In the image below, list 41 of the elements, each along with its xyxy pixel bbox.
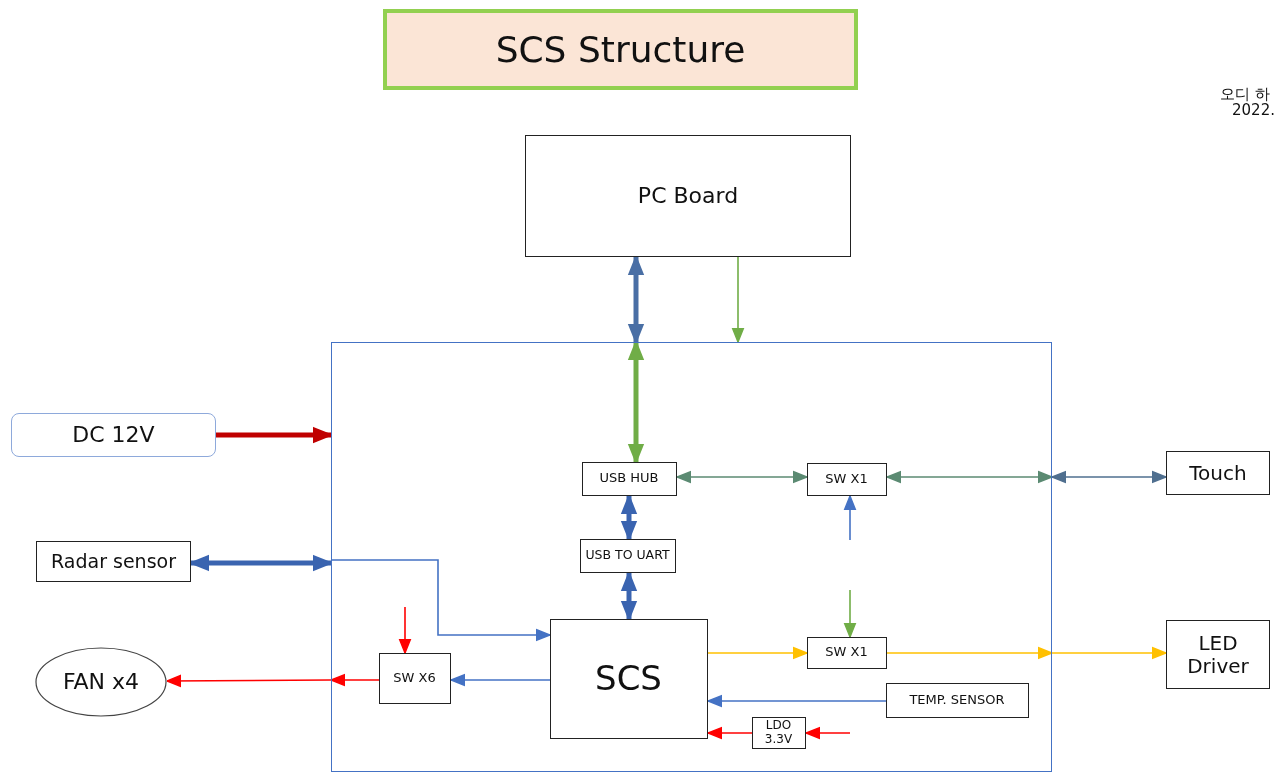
- title-banner: SCS Structure: [383, 9, 858, 90]
- process-box: PC Board: [525, 135, 851, 257]
- arrow: [731, 256, 745, 343]
- note-text: 오디 하: [1220, 87, 1270, 102]
- arrow: [707, 726, 753, 740]
- arrow: [886, 646, 1053, 660]
- process-box: Touch: [1166, 451, 1270, 495]
- arrow: [707, 646, 808, 660]
- process-box: TEMP. SENSOR: [885, 682, 1029, 718]
- process-box: Radar sensor: [36, 541, 191, 582]
- fan-ellipse: FAN x4: [35, 647, 167, 717]
- arrow: [676, 470, 808, 484]
- process-box: USB HUB: [581, 461, 677, 496]
- process-box: USB TO UART: [579, 538, 676, 573]
- arrow: [330, 559, 551, 642]
- arrow: [843, 589, 857, 638]
- arrow: [216, 426, 332, 444]
- process-box: SW X6: [378, 652, 451, 704]
- process-box: SW X1: [806, 462, 887, 496]
- arrow: [620, 572, 638, 620]
- arrow: [843, 495, 857, 541]
- arrow: [450, 673, 551, 687]
- arrow: [707, 694, 887, 708]
- arrow: [886, 470, 1053, 484]
- arrow: [627, 256, 645, 343]
- process-box: LED Driver: [1166, 620, 1270, 689]
- arrow: [190, 554, 332, 572]
- arrow: [627, 341, 645, 463]
- process-box: LDO 3.3V: [751, 716, 806, 749]
- arrow: [1051, 470, 1167, 484]
- arrow: [166, 674, 332, 688]
- power-input-box: DC 12V: [11, 413, 216, 457]
- note-text: 2022.: [1232, 103, 1275, 118]
- arrow: [1051, 646, 1167, 660]
- arrow: [398, 606, 412, 654]
- arrow: [805, 726, 851, 740]
- board-outline: [331, 342, 1052, 772]
- process-box: SCS: [549, 618, 708, 739]
- arrow: [330, 673, 380, 687]
- process-box: SW X1: [806, 636, 887, 669]
- arrow: [620, 495, 638, 540]
